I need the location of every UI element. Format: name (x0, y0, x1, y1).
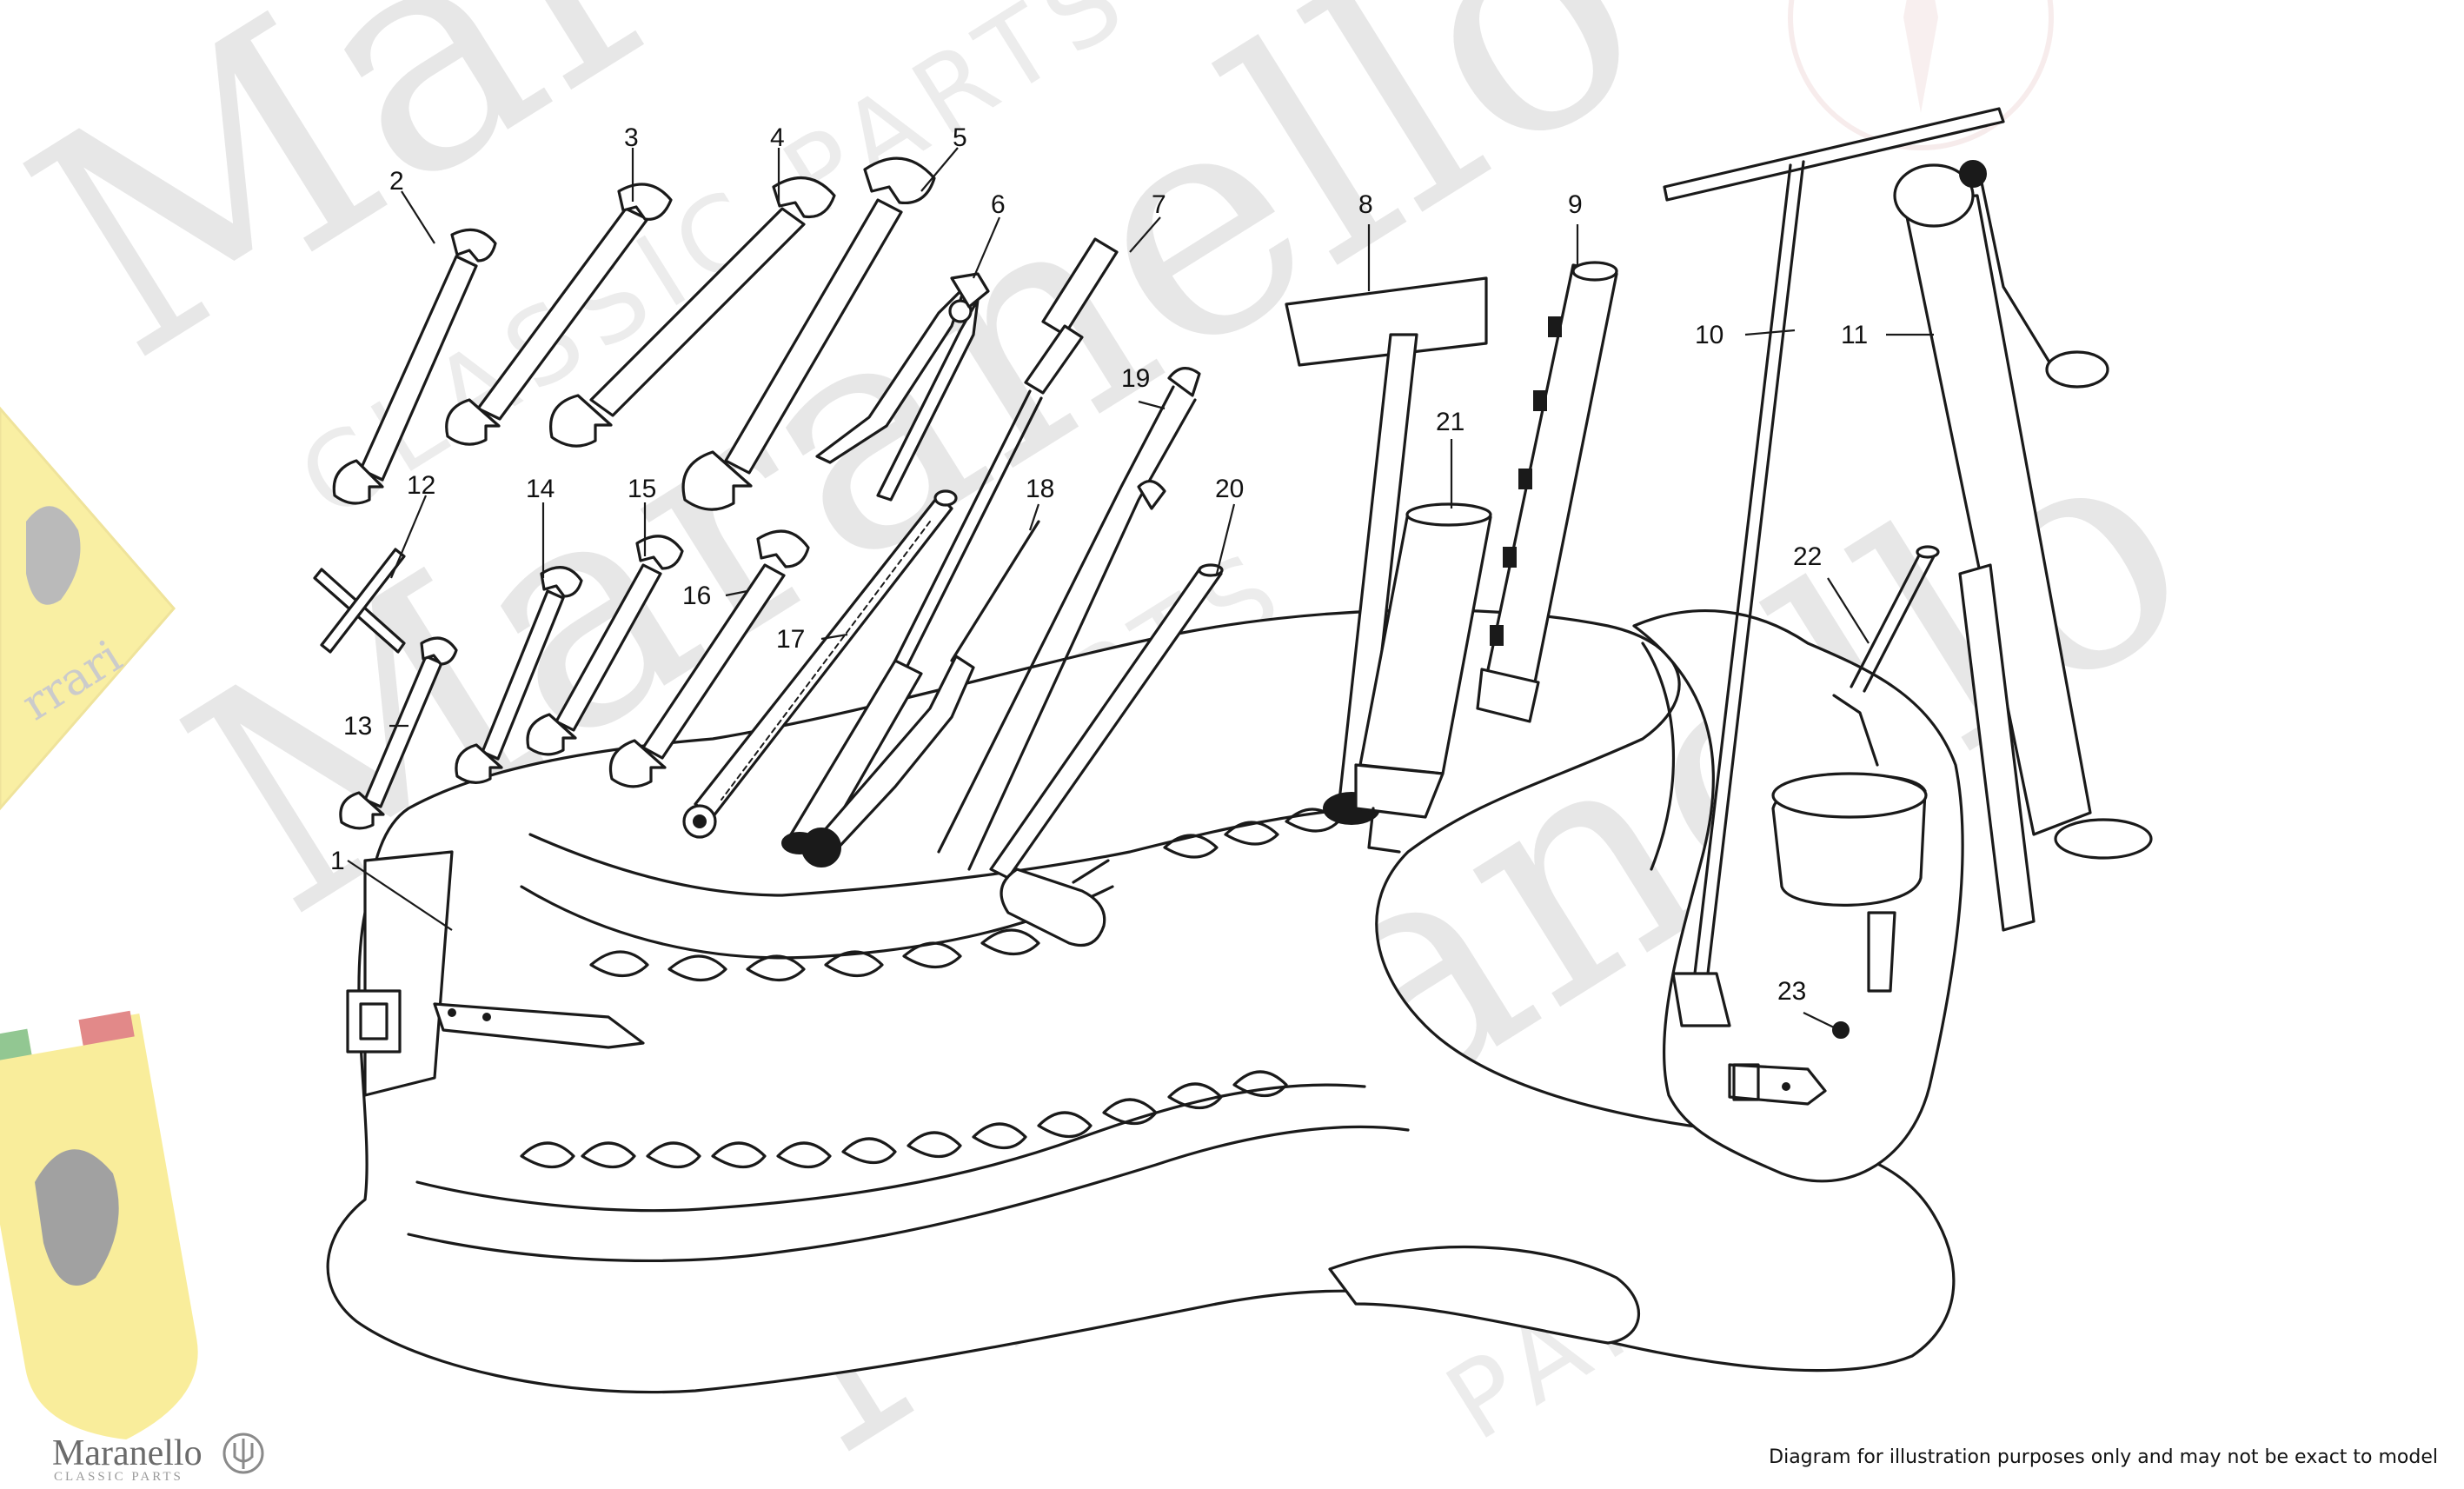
pliers-6 (815, 272, 990, 502)
spanner-2 (332, 228, 497, 505)
callout-16: 16 (682, 582, 711, 610)
callout-20: 20 (1215, 475, 1244, 503)
spanner-15 (526, 535, 684, 756)
box-spanner-7 (781, 237, 1119, 854)
callout-6: 6 (991, 190, 1006, 219)
spanner-16 (609, 529, 810, 788)
callout-7: 7 (1152, 190, 1166, 219)
callout-15: 15 (628, 475, 656, 503)
brand-logo-text: Maranello (52, 1433, 203, 1473)
callout-8: 8 (1358, 190, 1373, 219)
small-buckle (1728, 1063, 1827, 1106)
callout-22: 22 (1793, 542, 1822, 571)
callout-1: 1 (330, 847, 345, 875)
callout-12: 12 (407, 471, 435, 500)
pocket-row-lower (520, 1070, 1288, 1168)
pocket-row-upper (589, 808, 1340, 981)
callout-9: 9 (1568, 190, 1583, 219)
callout-21: 21 (1436, 408, 1464, 436)
ferrari-badge-icon: rrari (0, 406, 176, 811)
callout-11: 11 (1841, 321, 1868, 349)
leader-lines (347, 147, 1934, 1028)
wrench-12 (313, 548, 406, 654)
jack-11 (1893, 160, 2153, 932)
watermark-seal-icon (1788, 0, 2054, 150)
trident-logo-icon (222, 1432, 264, 1474)
spanner-4 (549, 176, 836, 448)
spanner-5 (681, 156, 936, 511)
spanner-14 (455, 566, 583, 784)
tongs-19 (937, 367, 1201, 871)
callout-3: 3 (624, 123, 639, 152)
callout-5: 5 (953, 123, 967, 152)
spanner-13 (339, 636, 458, 830)
brand-subtitle: CLASSIC PARTS (54, 1470, 183, 1484)
ferrari-shield-icon (0, 1010, 198, 1440)
screwdriver-18 (801, 520, 1040, 867)
hammer-8 (1285, 276, 1488, 825)
spanner-3 (445, 183, 673, 446)
mallet (1000, 859, 1110, 947)
t-bar-10 (1663, 107, 2005, 1027)
callout-13: 13 (343, 712, 372, 741)
callout-2: 2 (389, 167, 404, 196)
ball-23 (1832, 1021, 1850, 1039)
buckle-strap (346, 850, 645, 1097)
flex-tool-17 (682, 489, 958, 839)
grease-gun-21 (1354, 502, 1492, 854)
callout-10: 10 (1695, 321, 1723, 349)
callout-4: 4 (770, 123, 785, 152)
callouts: 1 2 3 4 5 6 7 8 9 10 11 12 13 14 15 16 1… (330, 123, 1868, 1006)
callout-18: 18 (1026, 475, 1054, 503)
puller-22 (1771, 545, 1940, 993)
box-spanner-9 (1476, 261, 1618, 723)
callout-14: 14 (526, 475, 555, 503)
callout-19: 19 (1121, 364, 1150, 393)
callout-17: 17 (776, 625, 805, 654)
disclaimer-text: Diagram for illustration purposes only a… (1769, 1446, 2438, 1468)
callout-23: 23 (1777, 977, 1806, 1006)
